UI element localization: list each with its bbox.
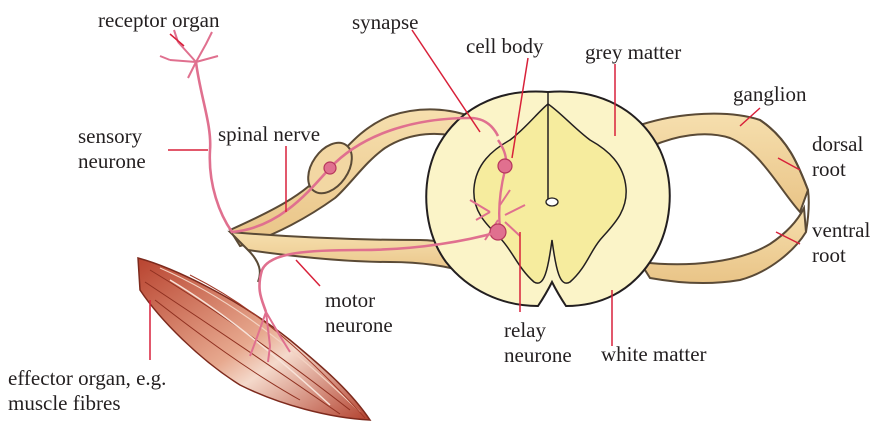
label-relay-neurone: relay neurone — [504, 318, 572, 368]
label-synapse: synapse — [352, 10, 419, 35]
muscle-fibres — [138, 258, 370, 420]
label-grey-matter: grey matter — [585, 40, 681, 65]
label-white-matter: white matter — [601, 342, 707, 367]
label-receptor-organ: receptor organ — [98, 8, 219, 33]
label-dorsal-root: dorsal root — [812, 132, 863, 182]
leader-motor-neurone — [296, 260, 320, 286]
label-effector-organ: effector organ, e.g. muscle fibres — [8, 366, 166, 416]
label-spinal-nerve: spinal nerve — [218, 122, 320, 147]
label-ventral-root: ventral root — [812, 218, 870, 268]
leader-receptor-organ — [170, 34, 184, 46]
label-cell-body: cell body — [466, 34, 544, 59]
label-motor-neurone: motor neurone — [325, 288, 393, 338]
spinal-cord — [426, 92, 669, 306]
label-ganglion: ganglion — [733, 82, 807, 107]
label-sensory-neurone: sensory neurone — [78, 124, 146, 174]
